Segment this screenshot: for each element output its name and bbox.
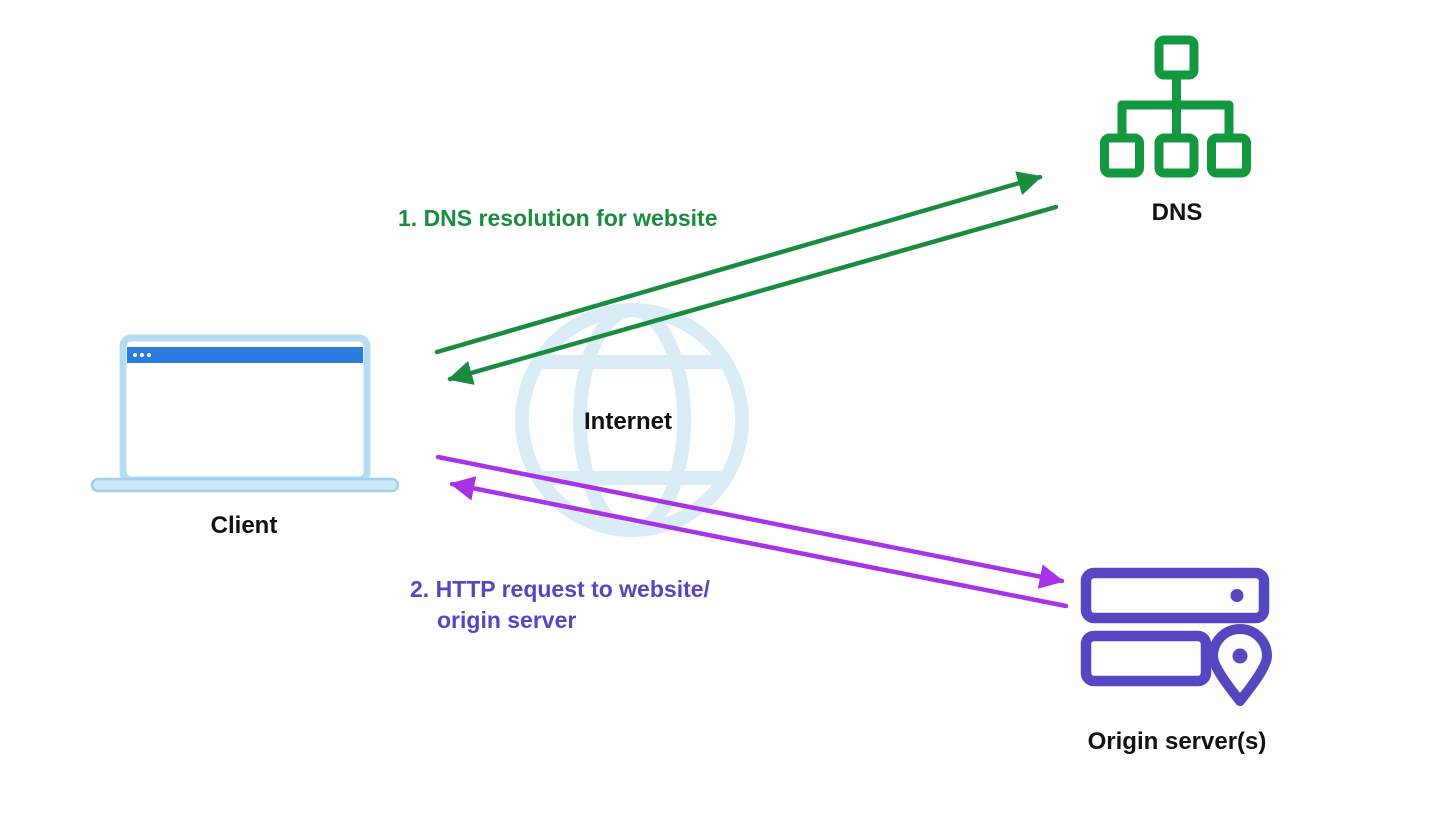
http-response-arrow [449, 476, 1069, 609]
dns-response-arrow [447, 204, 1059, 385]
origin-server-icon [1080, 567, 1272, 706]
dns-resolution-label: 1. DNS resolution for website [398, 205, 718, 231]
dns-request-arrow [434, 171, 1043, 355]
http-request-arrow [435, 454, 1065, 589]
internet-label: Internet [583, 408, 673, 435]
origin-server-label: Origin server(s) [1087, 728, 1267, 755]
dns-label: DNS [1151, 199, 1203, 226]
http-request-label-line2: origin server [437, 607, 577, 633]
client-label: Client [210, 512, 278, 539]
http-request-label-line1: 2. HTTP request to website/ [410, 576, 710, 602]
dns-tree-icon [1100, 35, 1251, 178]
internet-globe-icon [515, 303, 749, 537]
http-request-label: 2. HTTP request to website/ origin serve… [410, 574, 710, 636]
client-laptop-icon [90, 334, 400, 493]
